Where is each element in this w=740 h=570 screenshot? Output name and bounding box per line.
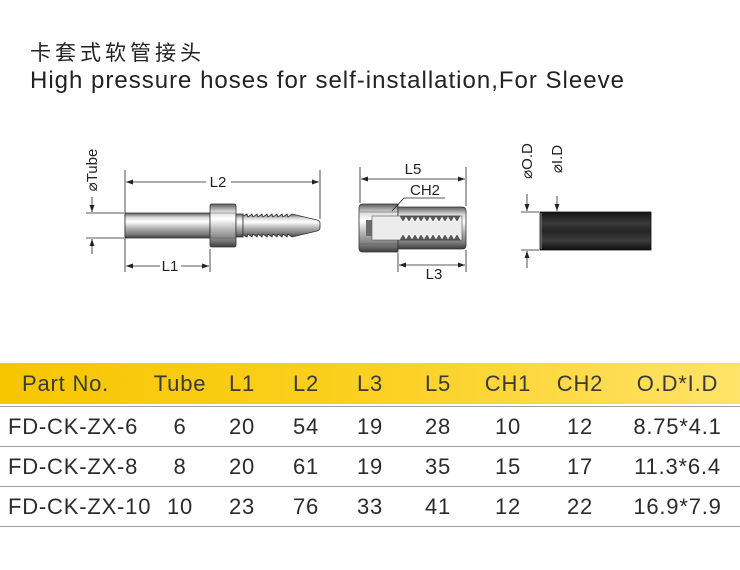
- column-header-l2: L2: [292, 370, 320, 396]
- hex-nut: [209, 203, 237, 248]
- id-label: ⌀I.D: [549, 145, 566, 173]
- cell-l2: 54: [292, 413, 320, 439]
- column-header-l1: L1: [228, 370, 256, 396]
- l5-label: L5: [405, 161, 422, 178]
- cell-ch2: 17: [566, 453, 594, 479]
- column-header-l5: L5: [424, 370, 452, 396]
- cell-tube: 6: [173, 413, 187, 439]
- cell-l5: 28: [424, 413, 452, 439]
- column-header-l3: L3: [356, 370, 384, 396]
- hose-drawing: ⌀O.D ⌀I.D: [519, 143, 652, 268]
- cell-l1: 20: [228, 413, 256, 439]
- cell-l2: 61: [292, 453, 320, 479]
- l1-label: L1: [162, 258, 179, 275]
- l2-label: L2: [210, 174, 227, 191]
- sleeve-internal-thread-top: [399, 215, 461, 222]
- cell-l3: 33: [356, 493, 384, 519]
- od-label: ⌀O.D: [519, 143, 536, 179]
- tube-body: [124, 212, 211, 239]
- ch2-leader-line: [391, 197, 445, 212]
- hex-nut-flats: [210, 212, 236, 239]
- cell-od-id: 16.9*7.9: [633, 493, 722, 519]
- table-row: FD-CK-ZX-6 6 20 54 19 28 10 12 8.75*4.1: [0, 407, 740, 447]
- sleeve-hex-flats: [360, 211, 398, 245]
- tube-diameter-label: ⌀Tube: [84, 149, 101, 192]
- cell-l5: 35: [424, 453, 452, 479]
- column-header-ch1: CH1: [484, 370, 532, 396]
- cell-l2: 76: [292, 493, 320, 519]
- cell-ch1: 10: [494, 413, 522, 439]
- cell-l3: 19: [356, 453, 384, 479]
- nipple-shoulder: [235, 213, 244, 238]
- column-header-tube: Tube: [153, 370, 207, 396]
- table-body: FD-CK-ZX-6 6 20 54 19 28 10 12 8.75*4.1 …: [0, 406, 740, 527]
- l3-label: L3: [426, 266, 443, 283]
- cell-ch1: 15: [494, 453, 522, 479]
- sleeve-bore: [371, 215, 463, 241]
- sleeve-drawing: L5 L3 CH2: [358, 161, 467, 283]
- cell-ch2: 22: [566, 493, 594, 519]
- column-header-od-id: O.D*I.D: [636, 370, 719, 396]
- title-english: High pressure hoses for self-installatio…: [30, 67, 625, 94]
- ch2-label: CH2: [410, 182, 440, 199]
- table-header-row: Part No. Tube L1 L2 L3 L5 CH1 CH2 O.D*I.…: [0, 363, 740, 404]
- cell-l1: 23: [228, 493, 256, 519]
- table-row: FD-CK-ZX-8 8 20 61 19 35 15 17 11.3*6.4: [0, 447, 740, 487]
- column-header-ch2: CH2: [556, 370, 604, 396]
- technical-drawings: L2 L1 ⌀Tube L5 L3: [84, 143, 652, 283]
- cell-part-no: FD-CK-ZX-6: [8, 413, 139, 439]
- cell-ch1: 12: [494, 493, 522, 519]
- hose-body: [539, 211, 652, 251]
- cell-l3: 19: [356, 413, 384, 439]
- barbed-nipple: [242, 213, 321, 238]
- cell-part-no: FD-CK-ZX-8: [8, 453, 139, 479]
- sleeve-seat: [366, 220, 372, 236]
- cell-l5: 41: [424, 493, 452, 519]
- fitting-drawing: L2 L1 ⌀Tube: [84, 149, 321, 275]
- cell-tube: 10: [166, 493, 194, 519]
- cell-part-no: FD-CK-ZX-10: [8, 493, 152, 519]
- cell-od-id: 11.3*6.4: [634, 453, 721, 479]
- title-chinese: 卡套式软管接头: [30, 41, 205, 65]
- cell-tube: 8: [173, 453, 187, 479]
- column-header-part-no: Part No.: [22, 370, 110, 396]
- cell-od-id: 8.75*4.1: [633, 413, 722, 439]
- cell-l1: 20: [228, 453, 256, 479]
- spec-table: Part No. Tube L1 L2 L3 L5 CH1 CH2 O.D*I.…: [0, 363, 740, 527]
- cell-ch2: 12: [566, 413, 594, 439]
- table-row: FD-CK-ZX-10 10 23 76 33 41 12 22 16.9*7.…: [0, 487, 740, 527]
- sleeve-internal-thread-bottom: [399, 234, 461, 241]
